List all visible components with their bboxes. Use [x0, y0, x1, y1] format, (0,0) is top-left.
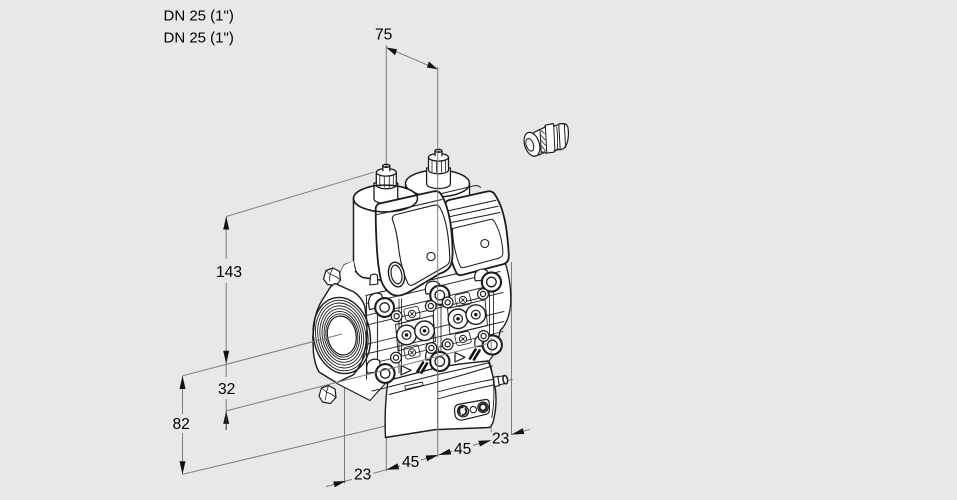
svg-text:32: 32 — [218, 381, 235, 398]
svg-text:DN 25 (1"): DN 25 (1") — [164, 8, 234, 25]
svg-text:23: 23 — [354, 467, 371, 484]
svg-text:45: 45 — [402, 454, 420, 471]
svg-text:82: 82 — [173, 416, 190, 433]
svg-text:23: 23 — [492, 431, 509, 448]
svg-text:75: 75 — [375, 27, 393, 44]
svg-text:143: 143 — [216, 264, 242, 281]
svg-text:45: 45 — [454, 441, 472, 458]
svg-text:DN 25 (1"): DN 25 (1") — [164, 30, 234, 47]
